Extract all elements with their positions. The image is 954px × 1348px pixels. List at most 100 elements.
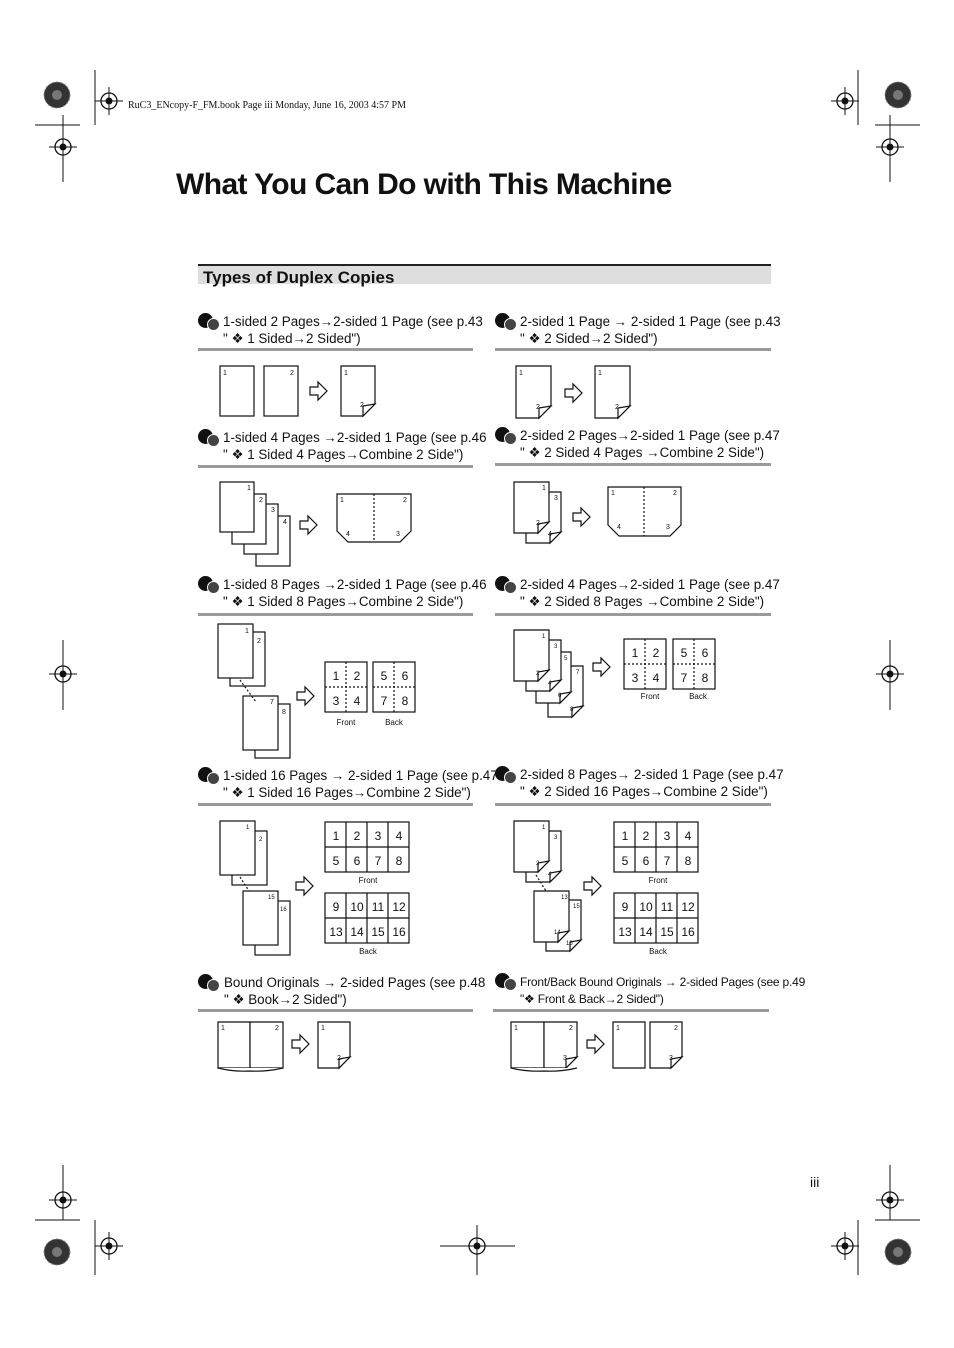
svg-text:15: 15 [268, 895, 275, 901]
svg-text:3: 3 [396, 531, 400, 538]
entry-line1: 2-sided 8 Pages→ 2-sided 1 Page (see p.4… [520, 767, 784, 782]
svg-text:2: 2 [569, 1025, 573, 1032]
svg-text:13: 13 [618, 925, 632, 939]
duplex-diagram-1: 1 2 1 2 [219, 365, 377, 418]
svg-text:16: 16 [280, 907, 287, 913]
svg-text:3: 3 [632, 671, 639, 685]
entry-line2: " ❖ 1 Sided 4 Pages→Combine 2 Side") [223, 447, 464, 462]
print-header-line: RuC3_ENcopy-F_FM.book Page iii Monday, J… [128, 100, 406, 111]
svg-text:4: 4 [548, 681, 552, 687]
svg-text:3: 3 [664, 829, 671, 843]
svg-text:4: 4 [354, 694, 361, 708]
back-label: Back [649, 947, 668, 956]
svg-text:3: 3 [669, 1055, 673, 1062]
svg-text:13: 13 [329, 925, 343, 939]
svg-text:16: 16 [392, 925, 406, 939]
entry-rule [198, 465, 473, 468]
svg-text:10: 10 [639, 900, 653, 914]
entry-line1: 2-sided 4 Pages→2-sided 1 Page (see p.47 [520, 577, 780, 592]
entry-rule [198, 803, 473, 806]
svg-text:6: 6 [643, 854, 650, 868]
svg-text:3: 3 [375, 829, 382, 843]
svg-text:2: 2 [536, 520, 540, 527]
svg-text:4: 4 [653, 671, 660, 685]
entry-line1: 2-sided 2 Pages→2-sided 1 Page (see p.47 [520, 428, 780, 443]
svg-text:1: 1 [340, 497, 344, 504]
entry-rule [495, 348, 771, 351]
svg-text:7: 7 [681, 671, 688, 685]
svg-text:9: 9 [622, 900, 629, 914]
svg-text:2: 2 [615, 404, 619, 411]
entry-line2: " ❖ 2 Sided 16 Pages→Combine 2 Side") [520, 784, 768, 799]
svg-text:2: 2 [354, 829, 361, 843]
entry-line2: " ❖ 2 Sided 8 Pages →Combine 2 Side") [520, 594, 765, 609]
back-label: Back [689, 692, 708, 701]
back-label: Back [359, 947, 378, 956]
svg-text:3: 3 [563, 1055, 567, 1062]
svg-text:1: 1 [542, 634, 546, 640]
svg-text:8: 8 [570, 707, 574, 713]
svg-text:7: 7 [381, 694, 388, 708]
svg-text:4: 4 [548, 872, 552, 878]
svg-text:4: 4 [396, 829, 403, 843]
front-label: Front [649, 876, 668, 885]
svg-text:12: 12 [681, 900, 695, 914]
svg-text:2: 2 [259, 497, 263, 504]
svg-text:1: 1 [245, 628, 249, 635]
svg-text:9: 9 [333, 900, 340, 914]
entry-line2: " ❖ 2 Sided→2 Sided") [520, 331, 658, 346]
page-number: iii [810, 1174, 820, 1190]
svg-text:8: 8 [282, 709, 286, 716]
svg-text:14: 14 [639, 925, 653, 939]
svg-text:1: 1 [333, 669, 340, 683]
svg-text:7: 7 [270, 699, 274, 706]
bullet-icon [495, 973, 521, 991]
bullet-icon [198, 974, 224, 992]
bullet-icon [198, 576, 224, 594]
entry-line2: " ❖ 2 Sided 4 Pages →Combine 2 Side") [520, 445, 765, 460]
entry-line2: " ❖ 1 Sided→2 Sided") [223, 331, 361, 346]
svg-text:1: 1 [246, 825, 250, 831]
svg-text:11: 11 [661, 900, 674, 914]
svg-text:1: 1 [598, 370, 602, 377]
svg-text:1: 1 [223, 370, 227, 377]
svg-text:2: 2 [354, 669, 361, 683]
entry-caption: 1-sided 4 Pages →2-sided 1 Page (see p.4… [223, 429, 487, 463]
bullet-icon [495, 766, 521, 784]
svg-text:1: 1 [616, 1025, 620, 1032]
svg-text:2: 2 [673, 490, 677, 497]
svg-text:2: 2 [337, 1055, 341, 1062]
svg-text:16: 16 [681, 925, 695, 939]
entry-line1: 1-sided 2 Pages→2-sided 1 Page (see p.43 [223, 314, 483, 329]
front-label: Front [337, 718, 356, 727]
entry-rule [495, 613, 771, 616]
svg-text:15: 15 [371, 925, 385, 939]
svg-text:15: 15 [573, 904, 580, 910]
svg-text:1: 1 [519, 370, 523, 377]
entry-line2: "❖ Front & Back→2 Sided") [520, 992, 664, 1006]
svg-text:3: 3 [554, 644, 558, 650]
entry-caption: 1-sided 8 Pages →2-sided 1 Page (see p.4… [223, 576, 487, 610]
bullet-icon [495, 576, 521, 594]
svg-text:2: 2 [257, 638, 261, 645]
entry-line1: 1-sided 8 Pages →2-sided 1 Page (see p.4… [223, 577, 487, 592]
svg-text:2: 2 [536, 404, 540, 411]
svg-text:7: 7 [375, 854, 382, 868]
svg-text:5: 5 [681, 646, 688, 660]
entry-caption: 2-sided 1 Page → 2-sided 1 Page (see p.4… [520, 313, 781, 347]
svg-text:1: 1 [632, 646, 639, 660]
entry-rule [198, 613, 473, 616]
svg-text:3: 3 [554, 495, 558, 502]
svg-text:1: 1 [344, 370, 348, 377]
svg-text:2: 2 [674, 1025, 678, 1032]
svg-text:15: 15 [660, 925, 674, 939]
svg-text:6: 6 [402, 669, 409, 683]
front-label: Front [359, 876, 378, 885]
svg-text:1: 1 [221, 1025, 225, 1032]
section-heading-bar [198, 264, 771, 284]
entry-line1: Front/Back Bound Originals → 2-sided Pag… [520, 975, 806, 989]
